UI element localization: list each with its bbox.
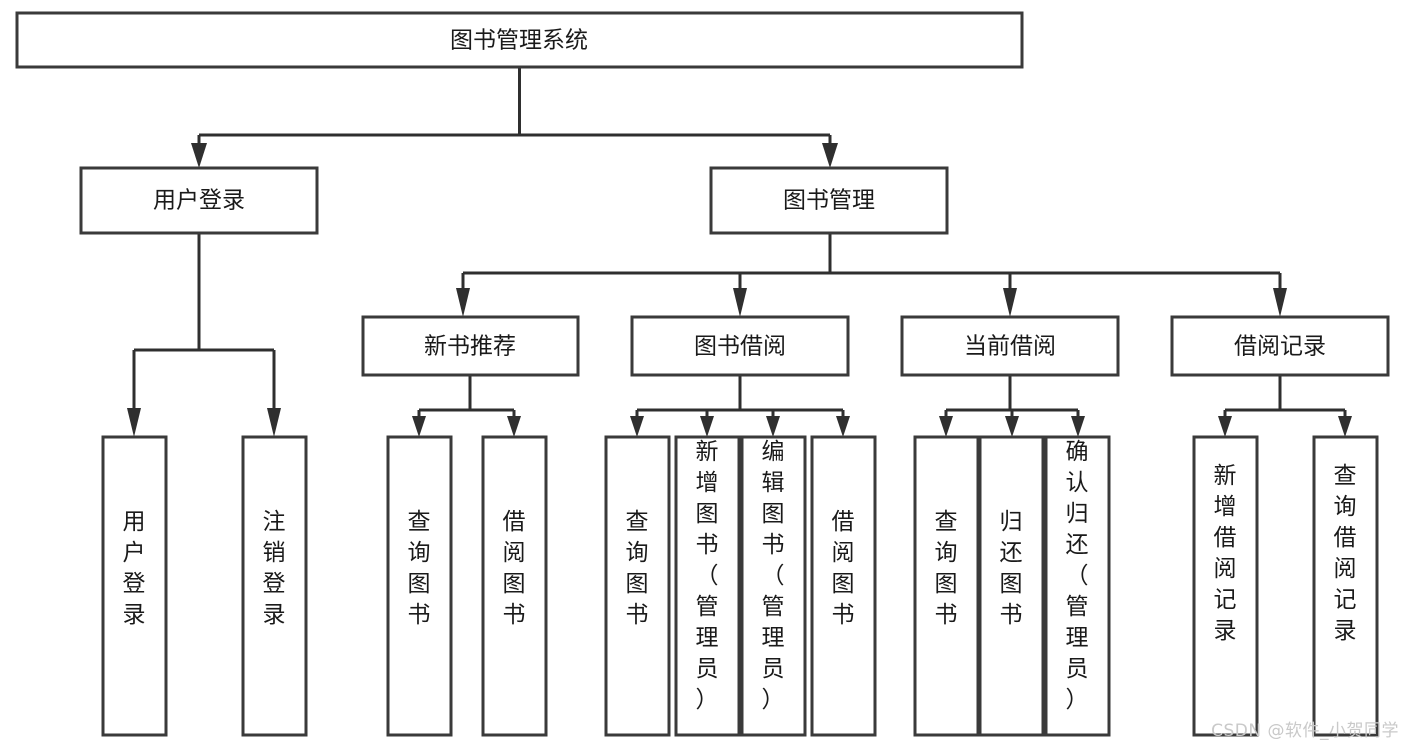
arrow-head-leaf-confirm-return xyxy=(1071,416,1085,437)
leaf-node-label: 编辑图书（管理员） xyxy=(762,439,785,713)
node-book-manage-box[interactable] xyxy=(709,166,949,235)
node-root[interactable]: 图书管理系统 xyxy=(15,11,1024,69)
leaf-node-box[interactable] xyxy=(913,435,980,737)
node-current-borrow[interactable]: 当前借阅 xyxy=(900,315,1120,377)
leaf-node[interactable]: 编辑图书（管理员） xyxy=(740,435,807,737)
arrow-head-user-login xyxy=(191,143,207,168)
node-borrow-record[interactable]: 借阅记录 xyxy=(1170,315,1390,377)
arrow-head-leaf-user-login xyxy=(127,408,141,437)
node-current-borrow-box[interactable] xyxy=(900,315,1120,377)
leaf-node[interactable]: 新增图书（管理员） xyxy=(674,435,741,737)
leaf-node-box[interactable] xyxy=(1192,435,1259,737)
leaf-node[interactable]: 用户登录 xyxy=(101,435,168,737)
leaf-node[interactable]: 归还图书 xyxy=(978,435,1045,737)
leaf-node[interactable]: 查询图书 xyxy=(386,435,453,737)
leaf-node-label: 归还图书 xyxy=(1000,509,1023,628)
node-book-manage-label: 图书管理 xyxy=(783,188,875,214)
arrow-head-leaf-add-book xyxy=(700,416,714,437)
node-root-label: 图书管理系统 xyxy=(450,28,588,54)
arrow-head-leaf-add-record xyxy=(1218,416,1232,437)
leaf-node[interactable]: 查询图书 xyxy=(913,435,980,737)
connectors-book-borrow-to-leaves xyxy=(630,375,850,437)
node-book-manage[interactable]: 图书管理 xyxy=(709,166,949,235)
leaf-node-label: 查询借阅记录 xyxy=(1334,463,1357,644)
connectors-borrow-record-to-leaves xyxy=(1218,375,1352,437)
arrow-head-leaf-query-book-3 xyxy=(939,416,953,437)
leaf-node-label: 新增借阅记录 xyxy=(1214,463,1237,644)
node-user-login-box[interactable] xyxy=(79,166,319,235)
leaf-node-box[interactable] xyxy=(740,435,807,737)
leaf-node-label: 查询图书 xyxy=(626,509,649,628)
connectors-current-borrow-to-leaves xyxy=(939,375,1085,437)
leaf-node[interactable]: 注销登录 xyxy=(241,435,308,737)
leaf-node-box[interactable] xyxy=(481,435,548,737)
arrow-head-leaf-query-book-2 xyxy=(630,416,644,437)
arrow-head-leaf-borrow-book-1 xyxy=(507,416,521,437)
leaf-node[interactable]: 确认归还（管理员） xyxy=(1044,435,1111,737)
node-book-borrow[interactable]: 图书借阅 xyxy=(630,315,850,377)
leaf-node-box[interactable] xyxy=(604,435,671,737)
arrow-head-new-book-rec xyxy=(456,288,470,317)
arrow-head-leaf-return-book xyxy=(1005,416,1019,437)
node-new-book-recommend-label: 新书推荐 xyxy=(424,334,516,360)
leaf-node-box[interactable] xyxy=(978,435,1045,737)
leaf-node-box[interactable] xyxy=(101,435,168,737)
arrow-head-leaf-edit-book xyxy=(766,416,780,437)
node-new-book-recommend-box[interactable] xyxy=(361,315,580,377)
leaf-node-box[interactable] xyxy=(810,435,877,737)
leaf-node[interactable]: 查询借阅记录 xyxy=(1312,435,1379,737)
leaf-node-label: 查询图书 xyxy=(935,509,958,628)
leaf-node-label: 借阅图书 xyxy=(503,509,526,628)
node-book-borrow-box[interactable] xyxy=(630,315,850,377)
leaf-node-box[interactable] xyxy=(1312,435,1379,737)
arrow-head-leaf-query-record xyxy=(1338,416,1352,437)
leaf-node-label: 借阅图书 xyxy=(832,509,855,628)
arrow-head-book-manage xyxy=(822,143,838,168)
arrow-head-leaf-borrow-book-2 xyxy=(836,416,850,437)
connectors-user-login-to-leaves xyxy=(127,233,281,437)
arrow-head-book-borrow xyxy=(733,288,747,317)
leaf-node-box[interactable] xyxy=(674,435,741,737)
leaf-node[interactable]: 新增借阅记录 xyxy=(1192,435,1259,737)
node-borrow-record-box[interactable] xyxy=(1170,315,1390,377)
leaf-node-label: 用户登录 xyxy=(123,509,146,628)
leaf-node[interactable]: 查询图书 xyxy=(604,435,671,737)
node-root-box[interactable] xyxy=(15,11,1024,69)
node-borrow-record-label: 借阅记录 xyxy=(1234,334,1326,360)
node-current-borrow-label: 当前借阅 xyxy=(964,334,1056,360)
leaf-node-label: 确认归还（管理员） xyxy=(1066,439,1089,713)
arrow-head-current-borrow xyxy=(1003,288,1017,317)
leaf-node-box[interactable] xyxy=(1044,435,1111,737)
leaf-node-box[interactable] xyxy=(386,435,453,737)
connectors-new-book-rec-to-leaves xyxy=(412,375,521,437)
connectors-book-manage-to-level3 xyxy=(456,233,1287,317)
node-book-borrow-label: 图书借阅 xyxy=(694,334,786,360)
leaf-node-box[interactable] xyxy=(241,435,308,737)
leaf-node[interactable]: 借阅图书 xyxy=(481,435,548,737)
leaf-node-label: 注销登录 xyxy=(263,509,286,628)
arrow-head-borrow-record xyxy=(1273,288,1287,317)
leaf-node-label: 查询图书 xyxy=(408,509,431,628)
arrow-head-leaf-logout xyxy=(267,408,281,437)
node-user-login-label: 用户登录 xyxy=(153,188,245,214)
arrow-head-leaf-query-book-1 xyxy=(412,416,426,437)
leaf-node[interactable]: 借阅图书 xyxy=(810,435,877,737)
leaf-node-label: 新增图书（管理员） xyxy=(696,439,719,713)
node-user-login[interactable]: 用户登录 xyxy=(79,166,319,235)
connectors-root-to-level2 xyxy=(191,67,838,168)
node-new-book-recommend[interactable]: 新书推荐 xyxy=(361,315,580,377)
